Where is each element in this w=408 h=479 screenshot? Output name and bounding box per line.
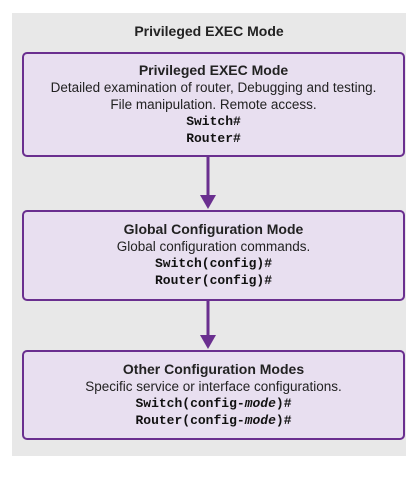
box-description-line: Global configuration commands. <box>116 239 311 254</box>
switch-prompt: Switch(config-mode)# <box>24 395 403 412</box>
box-description-line: Specific service or interface configurat… <box>85 379 342 394</box>
arrow-1-to-2 <box>200 157 216 209</box>
router-prompt: Router(config)# <box>154 273 273 288</box>
prompt-prefix: Switch(config- <box>135 396 245 411</box>
box-title: Privileged EXEC Mode <box>138 62 289 78</box>
router-prompt: Router# <box>186 131 241 146</box>
panel-title: Privileged EXEC Mode <box>134 23 284 39</box>
global-configuration-mode-box: Global Configuration Mode Global configu… <box>22 210 405 301</box>
prompt-mode: mode <box>244 396 276 411</box>
switch-prompt: Switch# <box>186 114 241 129</box>
other-configuration-modes-box: Other Configuration Modes Specific servi… <box>22 350 405 440</box>
box-title: Global Configuration Mode <box>123 221 304 237</box>
privileged-exec-mode-box: Privileged EXEC Mode Detailed examinatio… <box>22 52 405 157</box>
prompt-suffix: )# <box>275 396 292 411</box>
arrow-2-to-3 <box>200 301 216 349</box>
prompt-suffix: )# <box>275 413 292 428</box>
box-title: Other Configuration Modes <box>122 361 305 377</box>
box-description-line: Detailed examination of router, Debuggin… <box>50 80 377 95</box>
box-description-line: File manipulation. Remote access. <box>110 97 317 112</box>
router-prompt: Router(config-mode)# <box>24 412 403 429</box>
prompt-prefix: Router(config- <box>135 413 245 428</box>
switch-prompt: Switch(config)# <box>154 256 273 271</box>
prompt-mode: mode <box>244 413 276 428</box>
